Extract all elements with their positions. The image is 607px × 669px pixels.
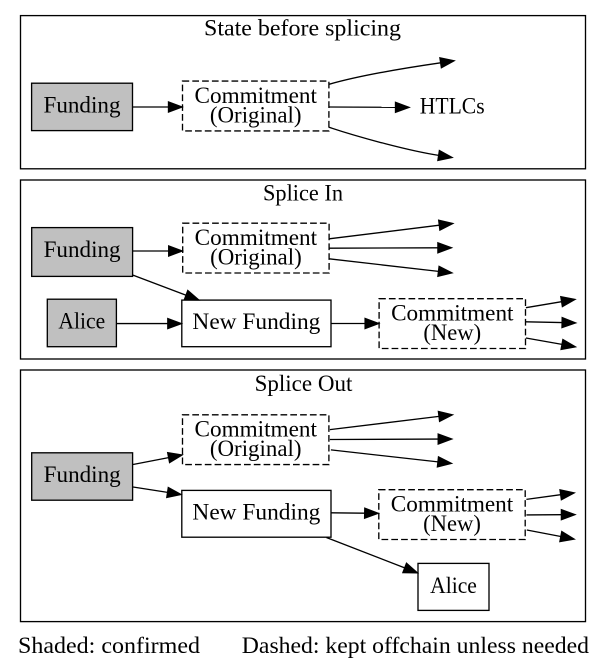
svg-text:Alice: Alice: [58, 309, 105, 334]
svg-text:(New): (New): [423, 320, 481, 345]
svg-text:Commitment: Commitment: [391, 300, 514, 325]
svg-text:Dashed: kept offchain unless n: Dashed: kept offchain unless needed: [242, 633, 590, 658]
svg-text:(Original): (Original): [210, 436, 302, 461]
svg-text:Funding: Funding: [44, 462, 121, 487]
svg-text:Commitment: Commitment: [391, 491, 514, 516]
svg-text:Funding: Funding: [44, 93, 121, 118]
svg-text:New Funding: New Funding: [192, 500, 320, 525]
svg-text:State before splicing: State before splicing: [204, 16, 402, 41]
svg-text:HTLCs: HTLCs: [420, 94, 485, 119]
svg-text:Splice Out: Splice Out: [255, 371, 353, 396]
svg-text:New Funding: New Funding: [192, 309, 320, 334]
svg-text:Commitment: Commitment: [195, 225, 318, 250]
svg-text:(Original): (Original): [210, 245, 302, 270]
svg-text:Commitment: Commitment: [195, 83, 318, 108]
svg-text:Alice: Alice: [430, 573, 477, 598]
svg-text:Shaded: confirmed: Shaded: confirmed: [18, 633, 201, 658]
svg-text:Commitment: Commitment: [195, 416, 318, 441]
svg-text:Funding: Funding: [44, 237, 121, 262]
svg-text:Splice In: Splice In: [263, 181, 343, 206]
svg-text:(Original): (Original): [210, 103, 302, 128]
svg-text:(New): (New): [423, 511, 481, 536]
